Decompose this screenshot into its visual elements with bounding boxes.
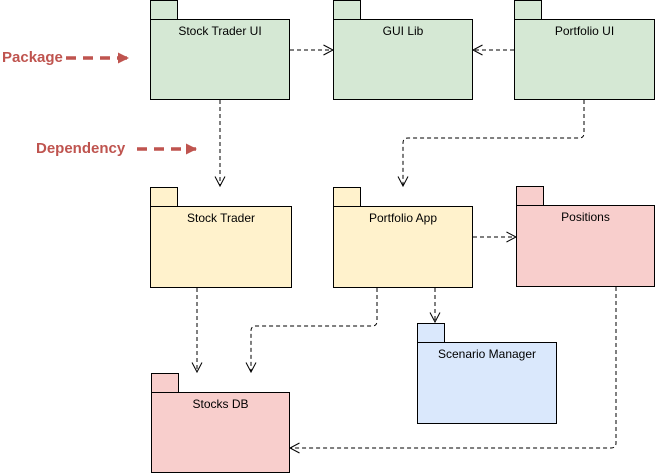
package-label: Positions xyxy=(561,210,610,224)
package-stock-trader-ui[interactable]: Stock Trader UI xyxy=(150,0,290,100)
package-gui-lib[interactable]: GUI Lib xyxy=(333,0,473,100)
package-label: Portfolio UI xyxy=(554,24,615,38)
package-tab xyxy=(417,323,445,343)
package-tab xyxy=(514,0,542,20)
edge-positions-to-stocks-db xyxy=(288,287,617,454)
package-portfolio-ui[interactable]: Portfolio UI xyxy=(514,0,655,100)
package-annotation-label: Package xyxy=(2,49,63,66)
package-label: Scenario Manager xyxy=(437,347,537,361)
package-stock-trader[interactable]: Stock Trader xyxy=(150,187,292,288)
package-tab xyxy=(333,0,361,20)
package-label: Stock Trader UI xyxy=(178,24,262,38)
package-body: Stock Trader xyxy=(150,206,292,288)
package-scenario-manager[interactable]: Scenario Manager xyxy=(417,323,557,424)
package-positions[interactable]: Positions xyxy=(516,186,655,287)
package-body: Portfolio UI xyxy=(514,19,655,100)
package-tab xyxy=(150,187,178,207)
package-body: Stocks DB xyxy=(151,392,290,473)
package-body: Portfolio App xyxy=(333,206,473,288)
package-label: Portfolio App xyxy=(368,211,438,225)
package-body: Stock Trader UI xyxy=(150,19,290,100)
package-label: Stocks DB xyxy=(192,397,249,411)
edge-portfolio-ui-to-portfolio-app xyxy=(397,100,585,188)
package-tab xyxy=(333,187,361,207)
package-body: GUI Lib xyxy=(333,19,473,100)
dependency-annotation-label: Dependency xyxy=(36,140,126,157)
package-stocks-db[interactable]: Stocks DB xyxy=(151,373,290,473)
package-body: Positions xyxy=(516,205,655,287)
package-label: Stock Trader xyxy=(186,211,256,225)
package-body: Scenario Manager xyxy=(417,342,557,424)
package-portfolio-app[interactable]: Portfolio App xyxy=(333,187,473,288)
package-tab xyxy=(150,0,178,20)
edge-portfolio-app-to-stocks-db xyxy=(245,288,378,374)
package-tab xyxy=(516,186,544,206)
package-label: GUI Lib xyxy=(382,24,424,38)
package-tab xyxy=(151,373,179,393)
